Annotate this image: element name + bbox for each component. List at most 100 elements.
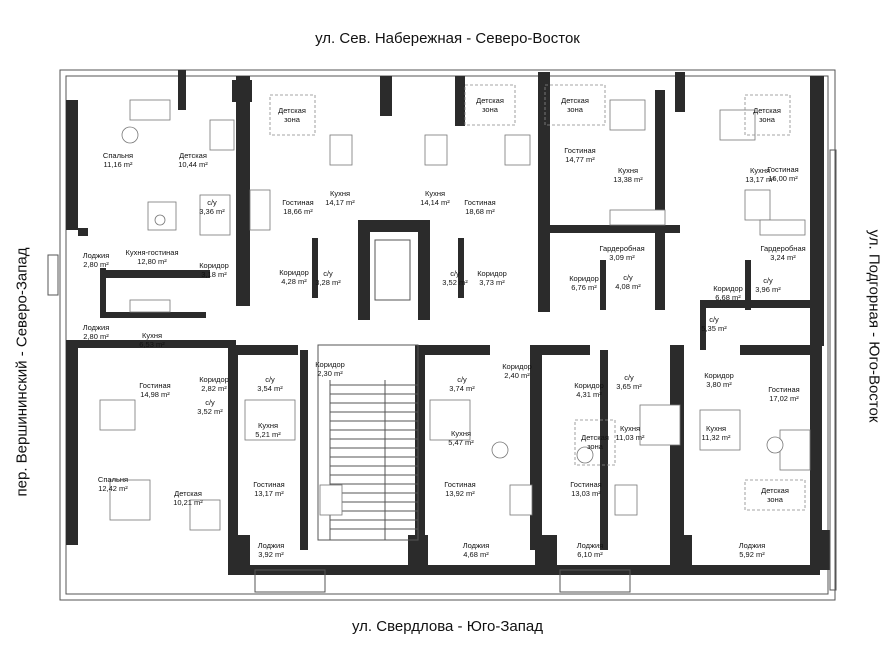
room-area: 6,53 m² bbox=[139, 340, 165, 349]
room-label: с/у3,36 m² bbox=[199, 198, 225, 216]
room-area: 3,96 m² bbox=[755, 285, 781, 294]
room-name: Гардеробная bbox=[760, 244, 805, 253]
room-name: Гостиная bbox=[282, 198, 313, 207]
room-area: 16,00 m² bbox=[768, 174, 798, 183]
room-name: Гостиная bbox=[253, 480, 284, 489]
room-label: с/у4,08 m² bbox=[615, 273, 641, 291]
room-name: Лоджия bbox=[739, 541, 766, 550]
street-label-north: ул. Сев. Набережная - Северо-Восток bbox=[315, 30, 580, 47]
room-name: Коридор bbox=[704, 371, 734, 380]
walls bbox=[66, 70, 830, 575]
zone-label: Детская bbox=[278, 106, 306, 115]
room-name: Лоджия bbox=[258, 541, 285, 550]
room-area: 4,31 m² bbox=[576, 390, 602, 399]
room-name: Коридор bbox=[279, 268, 309, 277]
room-name: с/у bbox=[207, 198, 217, 207]
room-name: Коридор bbox=[574, 381, 604, 390]
room-name: Кухня bbox=[142, 331, 162, 340]
room-name: Гостиная bbox=[464, 198, 495, 207]
room-area: 3,09 m² bbox=[609, 253, 635, 262]
room-area: 13,92 m² bbox=[445, 489, 475, 498]
room-name: Кухня bbox=[750, 166, 770, 175]
room-area: 3,92 m² bbox=[258, 550, 284, 559]
room-name: Коридор bbox=[502, 362, 532, 371]
room-area: 14,17 m² bbox=[325, 198, 355, 207]
room-name: с/у bbox=[624, 373, 634, 382]
room-name: Спальня bbox=[103, 151, 133, 160]
room-area: 5,92 m² bbox=[739, 550, 765, 559]
room-area: 3,18 m² bbox=[201, 270, 227, 279]
room-area: 12,42 m² bbox=[98, 484, 128, 493]
room-name: Коридор bbox=[199, 375, 229, 384]
room-name: Кухня bbox=[330, 189, 350, 198]
room-name: Спальня bbox=[98, 475, 128, 484]
room-name: Коридор bbox=[477, 269, 507, 278]
room-label: с/у3,96 m² bbox=[755, 276, 781, 294]
room-area: 13,38 m² bbox=[613, 175, 643, 184]
zone-label: Детская bbox=[761, 486, 789, 495]
room-area: 12,80 m² bbox=[137, 257, 167, 266]
room-name: Кухня bbox=[618, 166, 638, 175]
room-name: Кухня bbox=[258, 421, 278, 430]
room-area: 2,82 m² bbox=[201, 384, 227, 393]
room-name: с/у bbox=[205, 398, 215, 407]
room-area: 2,40 m² bbox=[504, 371, 530, 380]
room-name: Детская bbox=[174, 489, 202, 498]
room-area: 18,68 m² bbox=[465, 207, 495, 216]
room-name: с/у bbox=[623, 273, 633, 282]
zone-label: Детская bbox=[476, 96, 504, 105]
room-label: с/у5,35 m² bbox=[701, 315, 727, 333]
room-area: 13,03 m² bbox=[571, 489, 601, 498]
room-area: 11,16 m² bbox=[103, 160, 133, 169]
zone-label: зона bbox=[567, 105, 584, 114]
room-name: Коридор bbox=[569, 274, 599, 283]
room-area: 3,36 m² bbox=[199, 207, 225, 216]
room-name: Гостиная bbox=[444, 480, 475, 489]
room-name: Гостиная bbox=[564, 146, 595, 155]
zone-label: зона bbox=[759, 115, 776, 124]
room-name: Коридор bbox=[315, 360, 345, 369]
room-area: 2,30 m² bbox=[317, 369, 343, 378]
room-area: 3,80 m² bbox=[706, 380, 732, 389]
zone-label: зона bbox=[482, 105, 499, 114]
room-label: с/у3,65 m² bbox=[616, 373, 642, 391]
room-label: с/у3,74 m² bbox=[449, 375, 475, 393]
room-area: 17,02 m² bbox=[769, 394, 799, 403]
zone-label: Детская bbox=[753, 106, 781, 115]
room-label: с/у3,28 m² bbox=[315, 269, 341, 287]
furniture bbox=[99, 99, 811, 531]
room-area: 6,10 m² bbox=[577, 550, 603, 559]
zone-label: зона bbox=[284, 115, 301, 124]
room-name: с/у bbox=[450, 269, 460, 278]
room-area: 5,35 m² bbox=[701, 324, 727, 333]
loggia-hatching bbox=[47, 149, 837, 593]
room-area: 2,80 m² bbox=[83, 260, 109, 269]
